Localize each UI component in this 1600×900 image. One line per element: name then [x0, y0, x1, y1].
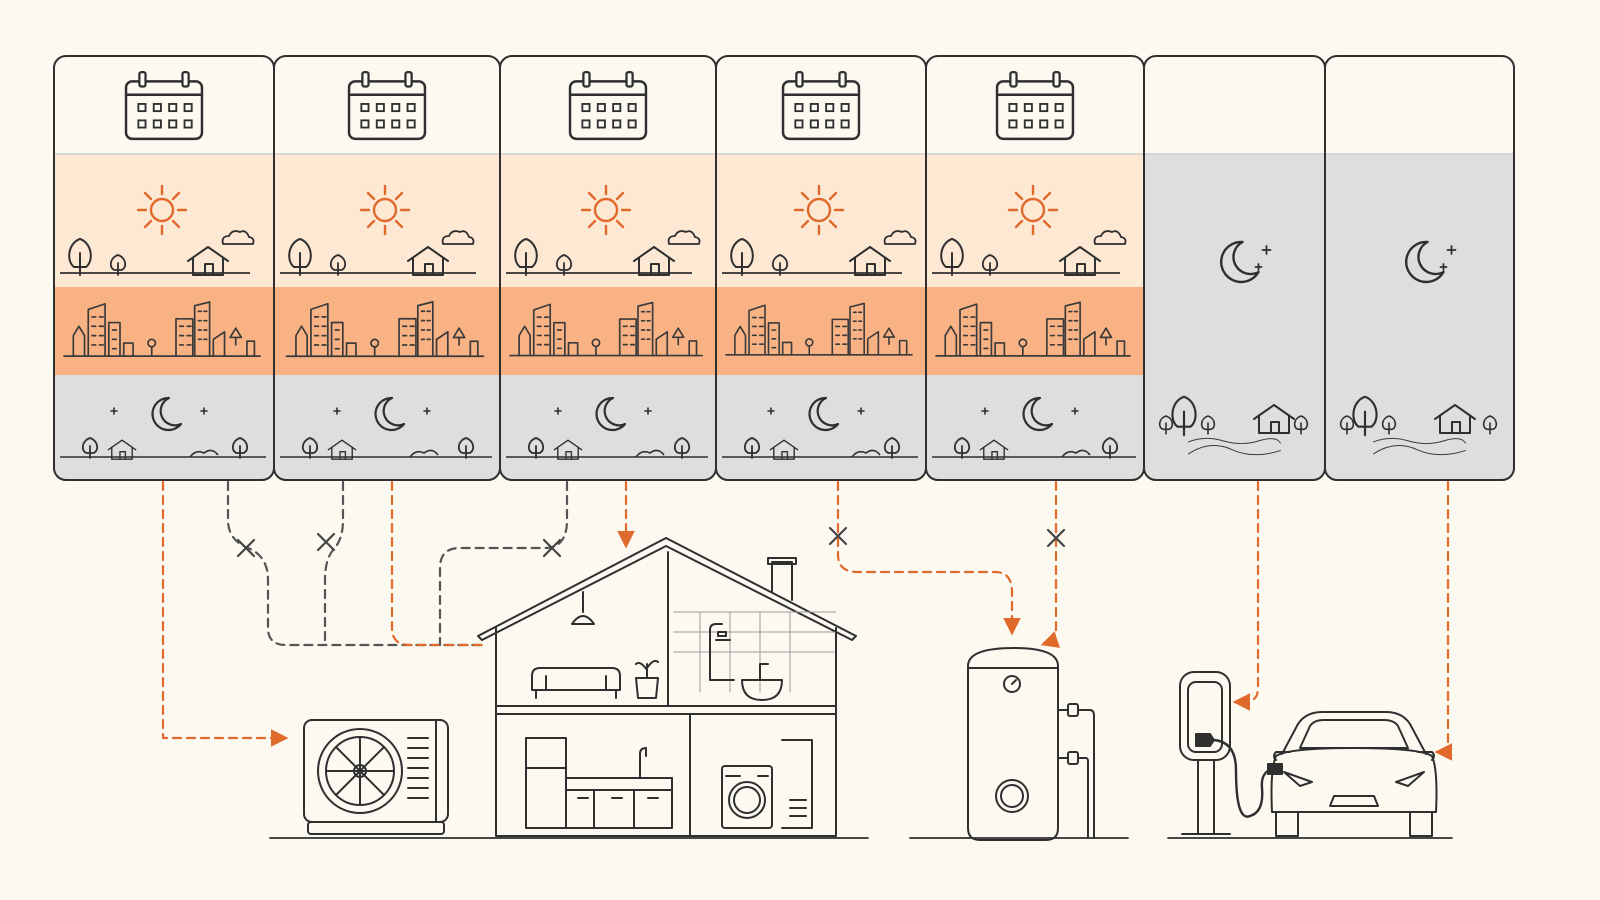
link-col5-water-heater-blocked [1040, 480, 1061, 648]
night-band [1144, 154, 1325, 480]
column-header [1325, 56, 1514, 154]
link-col3-house-blocked [438, 480, 569, 647]
cross-icon [1046, 528, 1066, 548]
tariff-column-3 [499, 55, 717, 481]
heat-pump-icon [303, 719, 449, 835]
car-icon [1270, 711, 1438, 837]
tariff-columns [53, 55, 1515, 481]
tariff-column-2 [273, 55, 501, 481]
connection-lines [161, 480, 1453, 761]
peak-band [54, 287, 274, 375]
link-col7-car [1434, 480, 1453, 761]
night-band [54, 375, 274, 480]
cross-icon [316, 532, 336, 552]
column-header [1144, 56, 1325, 154]
water-heater-icon [967, 647, 1095, 841]
blocked-markers [236, 526, 1066, 558]
tariff-column-5 [925, 55, 1145, 481]
tariff-column-7 [1324, 55, 1515, 481]
night-band [1325, 154, 1514, 480]
tariff-column-4 [715, 55, 927, 481]
peak-band [926, 287, 1144, 375]
tariff-column-6 [1143, 55, 1326, 481]
peak-band [716, 287, 926, 375]
ev-charger-icon [1179, 671, 1283, 835]
cross-icon [542, 538, 562, 558]
link-col4-water-heater-blocked [836, 480, 1021, 636]
house-icon [477, 537, 857, 837]
night-band [716, 375, 926, 480]
link-col1-heat-pump [161, 480, 289, 747]
column-border [1324, 55, 1515, 481]
link-col2-house-active [390, 480, 487, 647]
peak-band [500, 287, 716, 375]
night-band [274, 375, 500, 480]
cross-icon [236, 538, 256, 558]
cross-icon [828, 526, 848, 546]
link-col6-ev-charger [1232, 480, 1260, 711]
night-band [500, 375, 716, 480]
night-band [926, 375, 1144, 480]
peak-band [274, 287, 500, 375]
tariff-column-1 [53, 55, 275, 481]
